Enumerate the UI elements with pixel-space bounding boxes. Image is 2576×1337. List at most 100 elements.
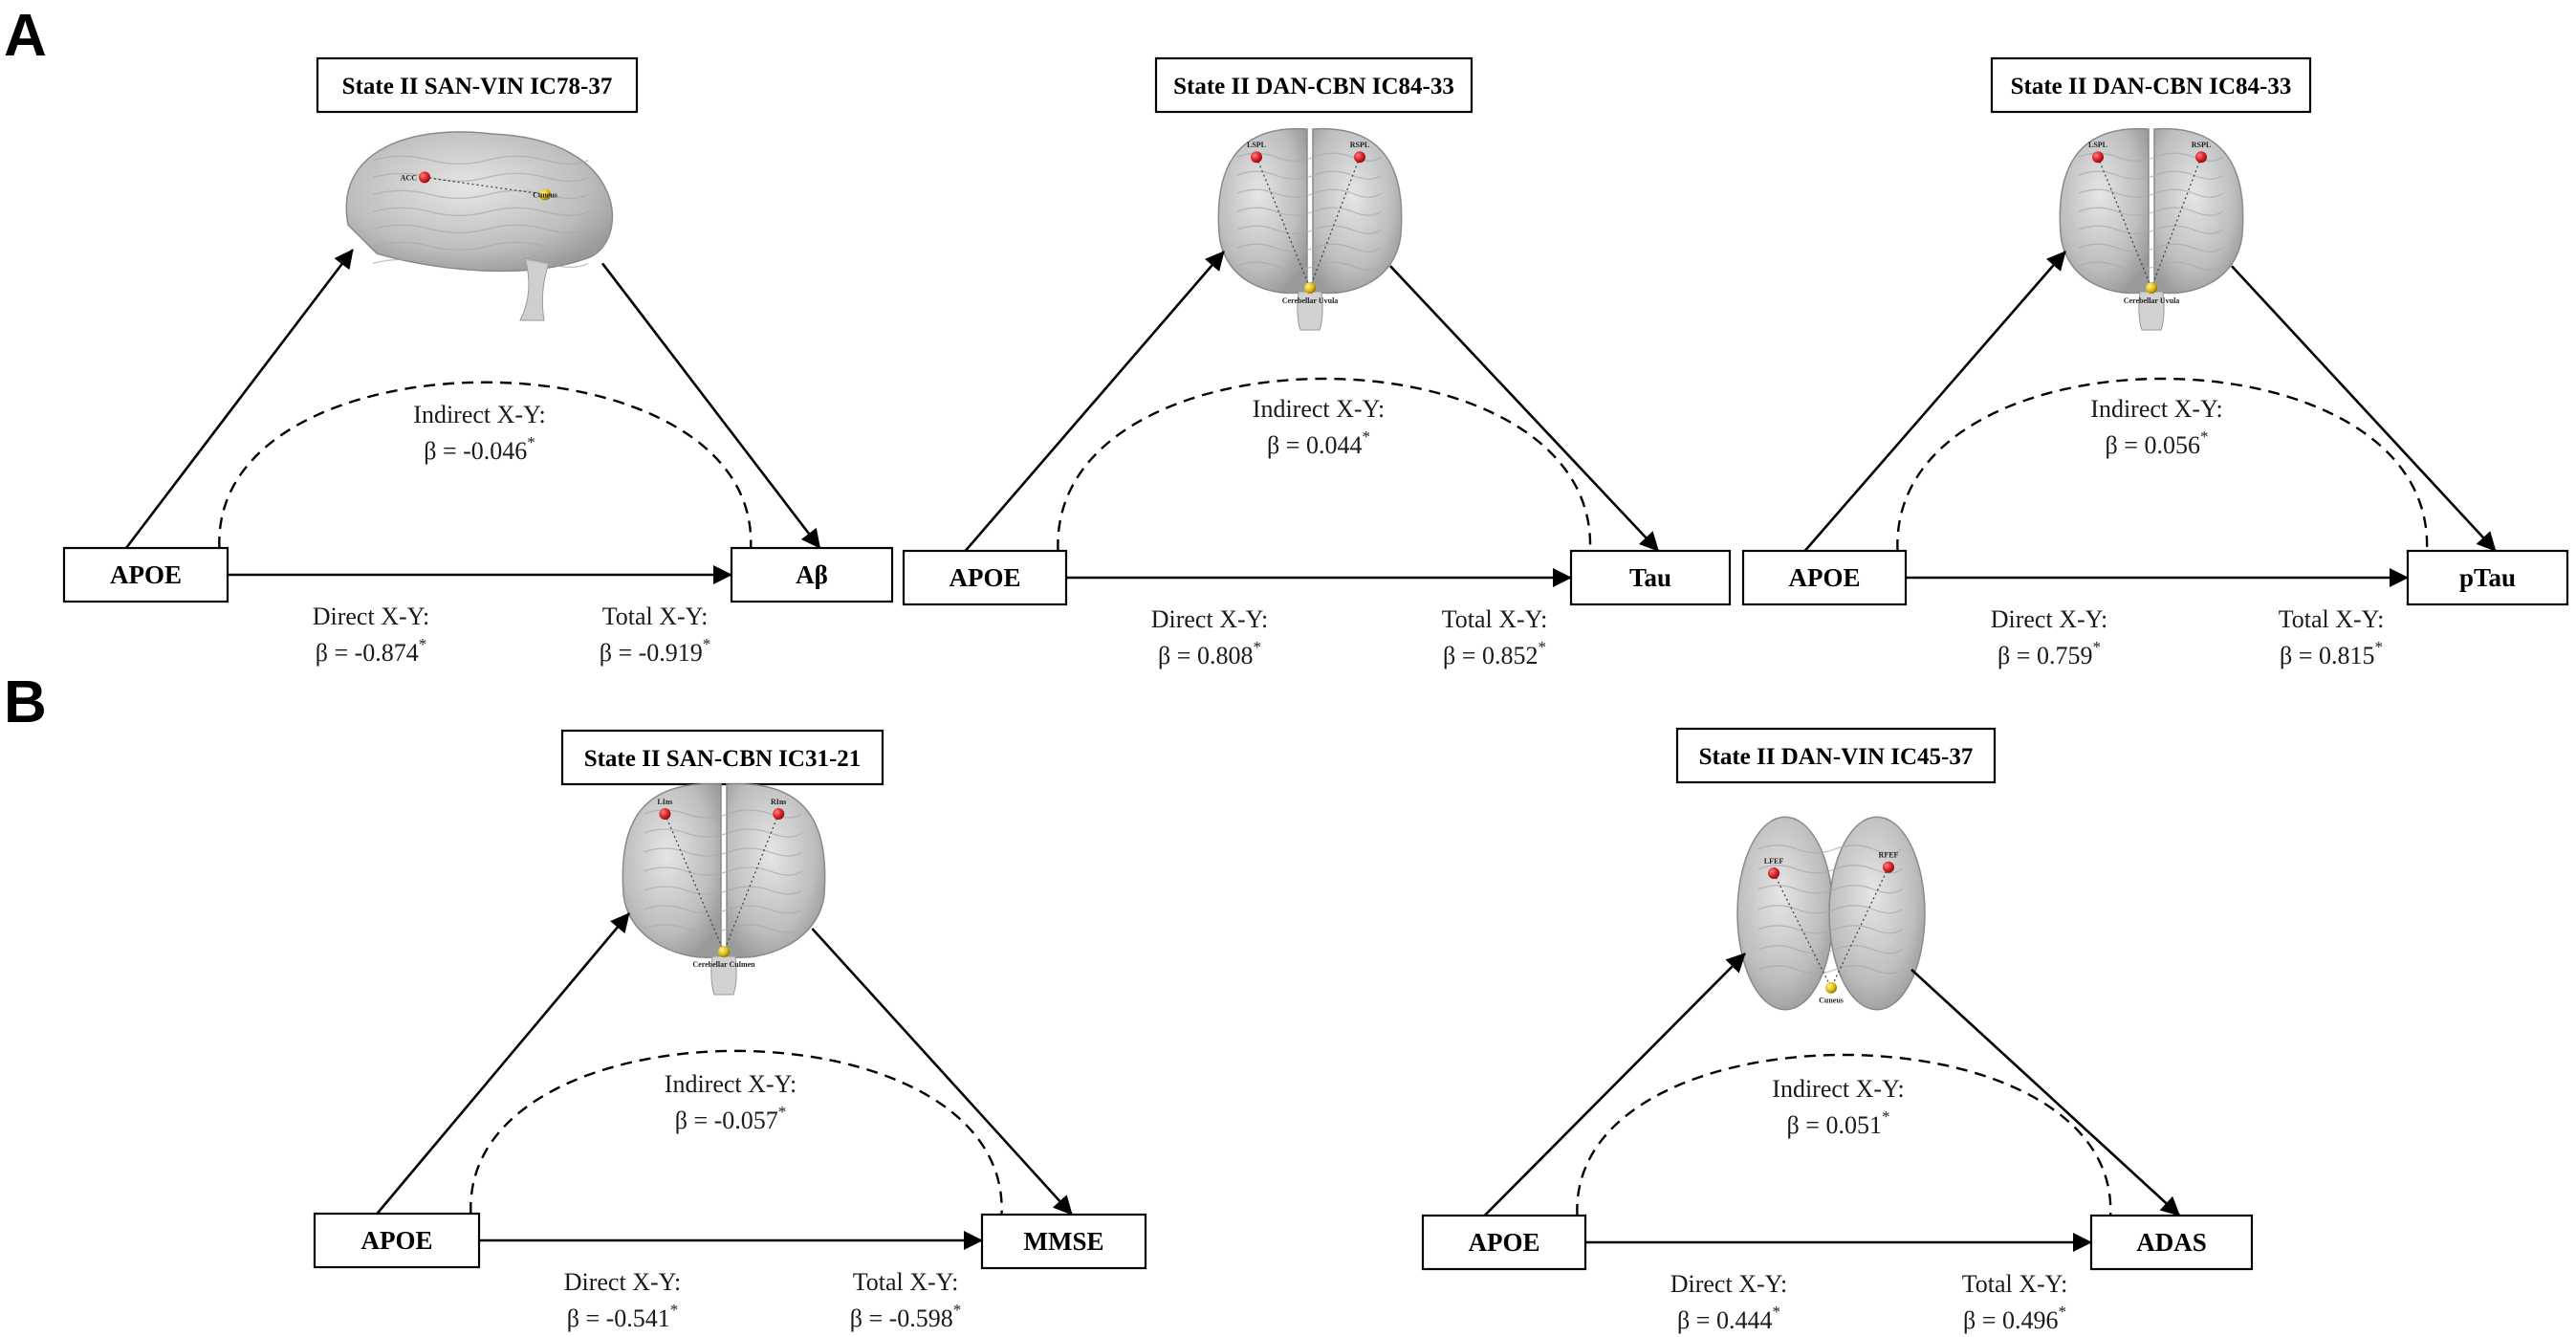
brain-connection [1830, 866, 1889, 988]
significance-marker: * [1362, 427, 1370, 446]
brain-node-label: LSPL [1247, 141, 1266, 149]
b-path-arrow [1910, 968, 2181, 1216]
panel-label-b: B [4, 669, 47, 735]
direct-effect-value: β = 0.444* [1677, 1303, 1780, 1334]
brain-node-label: RIns [771, 798, 786, 806]
brain-node-yellow [2146, 282, 2157, 294]
y-variable-label: ADAS [2136, 1228, 2207, 1257]
brain-node-label: LSPL [2088, 141, 2107, 149]
model-title-box [1675, 727, 1997, 784]
brain-node-label: RSPL [2192, 141, 2211, 149]
direct-effect-label: Direct X-Y: [564, 1268, 682, 1296]
brain-node-yellow [539, 188, 551, 201]
y-variable-box [730, 546, 894, 603]
brain-node-label: RFEF [1879, 851, 1899, 860]
brain-node-red [1251, 151, 1262, 164]
brain-node-label: Cerebellar Uvula [1282, 296, 1339, 305]
b-path-arrow [811, 928, 1074, 1216]
significance-marker: * [2058, 1303, 2066, 1321]
indirect-effect-label: Indirect X-Y: [665, 1070, 797, 1098]
panel-label-a: A [4, 3, 47, 69]
a-path-arrow [1803, 251, 2066, 552]
brain-node-label: Cerebellar Uvula [2124, 296, 2180, 305]
brain-node-red [2195, 151, 2207, 164]
indirect-path-arc [1576, 1053, 2112, 1216]
x-variable-label: APOE [1468, 1228, 1539, 1257]
significance-marker: * [2200, 427, 2209, 446]
indirect-effect-label: Indirect X-Y: [2090, 395, 2222, 423]
indirect-effect-value: β = -0.057* [675, 1103, 787, 1134]
indirect-effect-value: β = 0.044* [1267, 427, 1370, 459]
direct-effect-label: Direct X-Y: [1151, 605, 1269, 633]
brain-node-red [659, 808, 671, 820]
model-b2: State II DAN-VIN IC45-37LFEFRFEFCuneusAP… [1421, 727, 2254, 1334]
model-title: State II DAN-CBN IC84-33 [1173, 74, 1454, 99]
y-variable-label: MMSE [1024, 1227, 1104, 1256]
indirect-effect-label: Indirect X-Y: [1772, 1075, 1904, 1103]
indirect-effect-label: Indirect X-Y: [1253, 395, 1385, 423]
brain-image: LSPL RSPL Cerebellar Uvula [2059, 127, 2244, 331]
b-path-arrow [2231, 265, 2497, 552]
brain-connection [1309, 156, 1361, 289]
brain-connection [664, 813, 725, 953]
b-path-arrow [1389, 265, 1660, 552]
significance-marker: * [1772, 1303, 1780, 1321]
direct-effect-value: β = 0.759* [1997, 638, 2101, 669]
brain-connection [424, 176, 546, 196]
brain-node-red [1768, 867, 1779, 879]
indirect-effect-label: Indirect X-Y: [413, 401, 545, 428]
brain-node-yellow [1825, 981, 1837, 994]
y-variable-label: Tau [1629, 563, 1671, 592]
model-title-box [1990, 56, 2312, 114]
a-path-arrow [1483, 953, 1746, 1216]
direct-effect-value: β = 0.808* [1158, 638, 1261, 669]
total-effect-label: Total X-Y: [853, 1268, 959, 1296]
total-effect-label: Total X-Y: [602, 603, 709, 630]
brain-node-red [419, 171, 430, 184]
brain-node-label: Cuneus [533, 190, 557, 199]
x-variable-label: APOE [110, 560, 182, 589]
x-variable-label: APOE [360, 1226, 432, 1255]
brain-node-yellow [718, 946, 730, 957]
significance-marker: * [2374, 638, 2383, 656]
a-path-arrow [124, 249, 355, 549]
total-effect-value: β = -0.598* [850, 1301, 962, 1332]
total-effect-value: β = 0.852* [1443, 638, 1546, 669]
x-variable-label: APOE [1788, 563, 1860, 592]
b-path-arrow [600, 262, 821, 549]
direct-effect-label: Direct X-Y: [1991, 605, 2108, 633]
indirect-effect-value: β = 0.051* [1787, 1107, 1890, 1139]
y-variable-label: Aβ [796, 560, 828, 589]
a-path-arrow [964, 251, 1225, 552]
indirect-effect-value: β = -0.046* [424, 433, 535, 465]
significance-marker: * [1882, 1107, 1890, 1126]
model-title-box [560, 729, 884, 786]
x-variable-label: APOE [949, 563, 1020, 592]
significance-marker: * [2092, 638, 2101, 656]
significance-marker: * [703, 635, 711, 653]
significance-marker: * [778, 1103, 787, 1121]
brain-connection [2150, 156, 2202, 289]
model-title: State II DAN-CBN IC84-33 [2011, 74, 2292, 99]
y-variable-box [2089, 1214, 2254, 1271]
brain-connection [723, 813, 779, 953]
indirect-path-arc [1057, 377, 1592, 552]
significance-marker: * [670, 1301, 679, 1319]
model-title-box [1154, 56, 1474, 114]
model-title-box [316, 56, 639, 114]
significance-marker: * [1253, 638, 1261, 656]
brain-node-red [2092, 151, 2104, 164]
total-effect-value: β = -0.919* [600, 635, 711, 667]
indirect-effect-value: β = 0.056* [2106, 427, 2209, 459]
model-title: State II DAN-VIN IC45-37 [1699, 744, 1974, 770]
